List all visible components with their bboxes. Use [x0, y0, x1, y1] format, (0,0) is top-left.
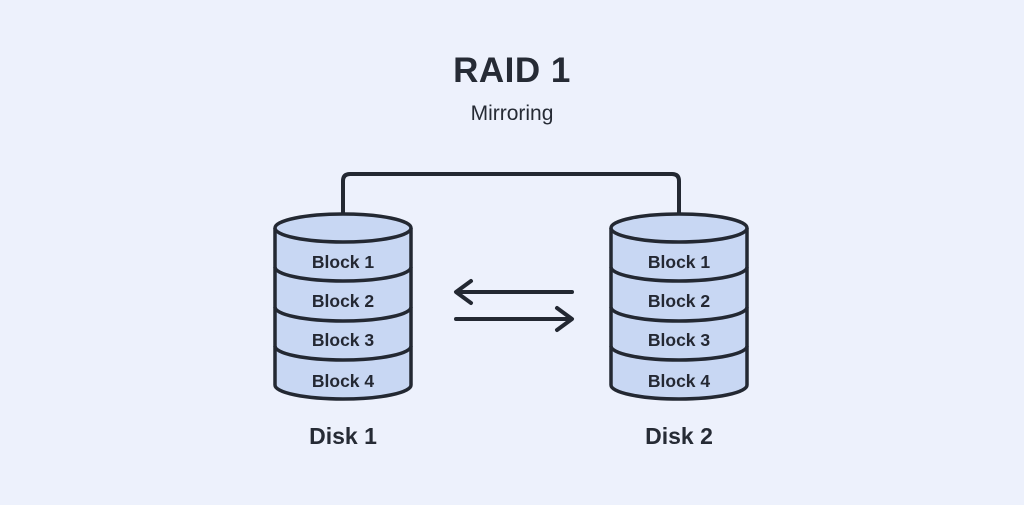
block-label: Block 2: [312, 291, 375, 311]
disk-1-cylinder-icon: Block 1 Block 2 Block 3 Block 4: [273, 212, 413, 401]
block-label: Block 3: [312, 330, 375, 350]
diagram-subtitle: Mirroring: [471, 102, 554, 125]
disk-1-divider: [273, 345, 413, 362]
block-label: Block 3: [648, 330, 711, 350]
block-label: Block 1: [312, 252, 375, 272]
disk-1-divider: [273, 266, 413, 283]
mirror-connector-line: [341, 172, 681, 236]
block-label: Block 1: [648, 252, 711, 272]
disk-1-top-ellipse: [273, 212, 413, 244]
disk-2-outline: [609, 228, 749, 401]
disk-2-divider: [609, 306, 749, 323]
left-arrow-icon: [454, 279, 574, 305]
block-label: Block 4: [648, 371, 711, 391]
disk-2-top-ellipse: [609, 212, 749, 244]
disk-2-divider: [609, 266, 749, 283]
disk-2-body: [611, 228, 747, 399]
block-label: Block 2: [648, 291, 711, 311]
disk-1-divider: [273, 306, 413, 323]
right-arrow-icon: [454, 306, 574, 332]
block-label: Block 4: [312, 371, 375, 391]
disk-1-outline: [273, 228, 413, 401]
diagram-title: RAID 1: [453, 51, 571, 90]
disk-1-label: Disk 1: [309, 423, 377, 449]
disk-2-label: Disk 2: [645, 423, 713, 449]
disk-2-divider: [609, 345, 749, 362]
disk-2-cylinder-icon: Block 1 Block 2 Block 3 Block 4: [609, 212, 749, 401]
disk-1-body: [275, 228, 411, 399]
